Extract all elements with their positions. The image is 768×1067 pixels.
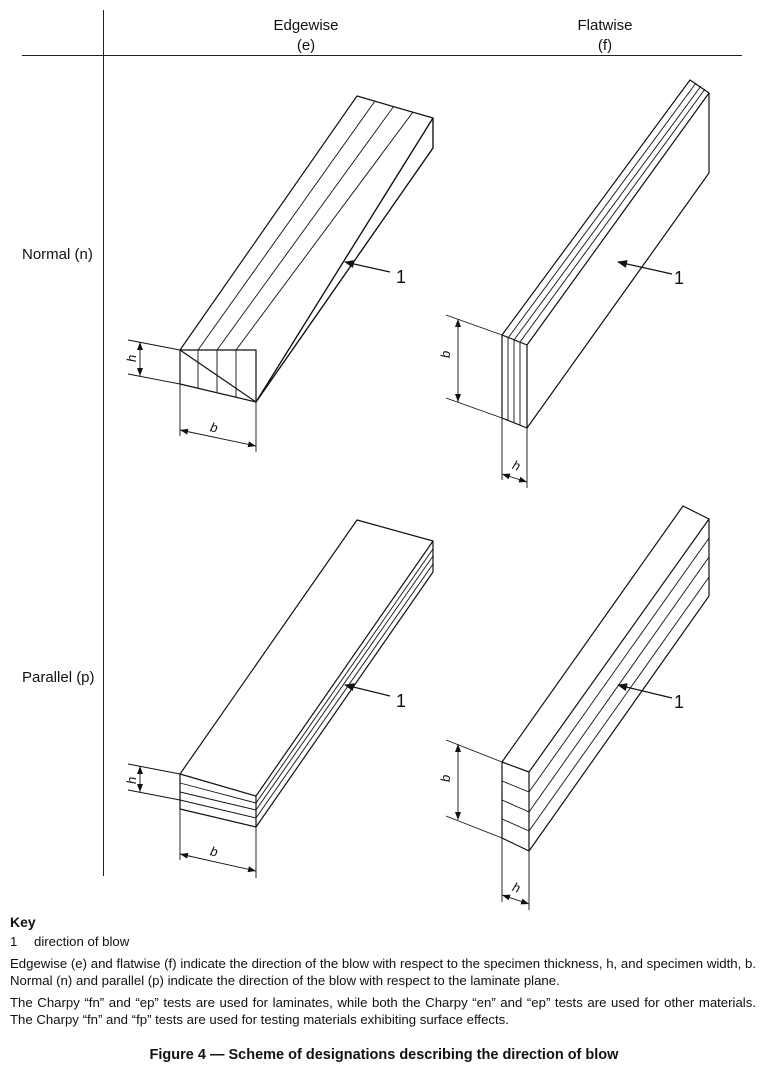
blow-arrow xyxy=(617,683,673,699)
blow-label: 1 xyxy=(396,691,406,711)
row-label-parallel: Parallel (p) xyxy=(22,669,95,686)
specimen-flatwise-parallel: 1 b h xyxy=(438,505,710,910)
blow-arrow xyxy=(617,260,673,275)
dim-b-label: b xyxy=(438,775,453,782)
front-face xyxy=(501,335,528,429)
specimen-diagram: 1 h b 1 b h xyxy=(124,79,710,910)
specimen-edgewise-normal: 1 h b xyxy=(124,95,434,452)
row-label-normal: Normal (n) xyxy=(22,246,93,263)
dim-b-label: b xyxy=(209,843,219,859)
front-face xyxy=(501,762,530,852)
dim-b-label: b xyxy=(438,351,453,358)
column-header-edgewise: Edgewise (e) xyxy=(226,16,386,56)
dim-h-label: h xyxy=(124,777,139,784)
dim-h-label: h xyxy=(511,879,523,896)
key-paragraph-1: Edgewise (e) and flatwise (f) indicate t… xyxy=(10,956,756,988)
edgewise-label: Edgewise xyxy=(273,17,339,34)
specimen-edgewise-parallel: 1 h b xyxy=(124,519,434,878)
key-title: Key xyxy=(10,914,36,930)
blow-arrow xyxy=(344,260,391,273)
blow-label: 1 xyxy=(396,267,406,287)
key-paragraph-2: The Charpy “fn” and “ep” tests are used … xyxy=(10,995,756,1027)
blow-label: 1 xyxy=(674,268,684,288)
column-divider xyxy=(103,10,104,876)
blow-arrow xyxy=(344,683,391,697)
figure-caption: Figure 4 — Scheme of designations descri… xyxy=(149,1047,619,1063)
dim-h-label: h xyxy=(124,355,139,362)
top-face xyxy=(179,95,434,403)
header-rule xyxy=(22,55,742,56)
key-block: Key 1 direction of blow Edgewise (e) and … xyxy=(10,914,756,1028)
front-face xyxy=(179,774,257,828)
key-item-number: 1 xyxy=(10,934,18,949)
flatwise-label: Flatwise xyxy=(577,17,633,34)
column-header-flatwise: Flatwise (f) xyxy=(525,16,685,56)
flatwise-code: (f) xyxy=(597,37,613,54)
key-item-text: direction of blow xyxy=(34,934,130,949)
blow-label: 1 xyxy=(674,692,684,712)
dim-h-label: h xyxy=(511,457,523,474)
key-item: 1 direction of blow xyxy=(10,933,756,950)
top-face xyxy=(501,79,710,346)
edgewise-code: (e) xyxy=(296,37,316,54)
specimen-flatwise-normal: 1 b h xyxy=(438,79,710,488)
dim-b-label: b xyxy=(209,419,219,435)
